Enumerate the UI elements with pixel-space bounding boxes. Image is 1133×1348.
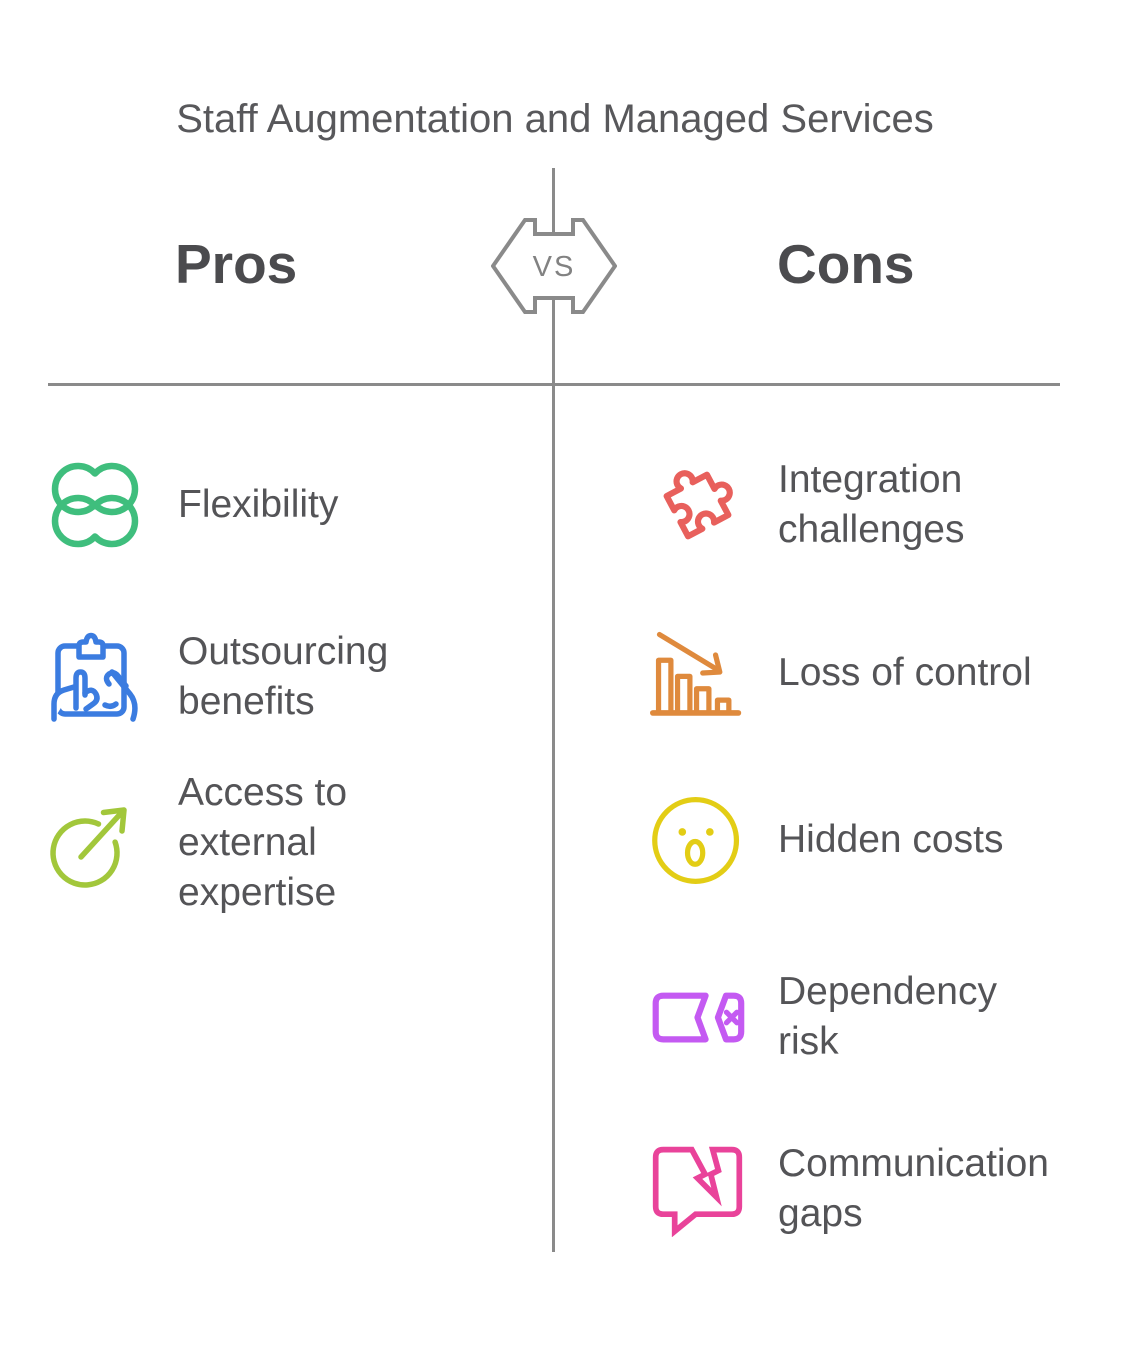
cons-item-label: Dependency risk — [778, 970, 997, 1063]
vertical-divider — [552, 168, 555, 1252]
pros-row-flexibility: Flexibility — [45, 450, 478, 560]
puzzle-piece-icon — [663, 469, 733, 539]
cons-item-label: Loss of control — [778, 651, 1032, 694]
arrow-out-circle-icon — [50, 807, 127, 888]
horizontal-divider — [48, 383, 1060, 386]
linked-loops-icon — [51, 462, 139, 548]
page-title: Staff Augmentation and Managed Services — [176, 97, 934, 141]
pros-row-outsourcing-benefits: Outsourcing benefits — [45, 622, 478, 732]
pros-heading: Pros — [175, 233, 298, 295]
broken-card-icon — [652, 992, 745, 1042]
cons-row-loss-of-control: Loss of control — [650, 618, 1058, 728]
vs-label: VS — [533, 251, 576, 283]
broken-speech-bubble-icon — [652, 1146, 743, 1237]
vs-badge: VS — [491, 218, 617, 314]
vs-hexagon-arrow-icon — [491, 218, 617, 314]
cons-row-integration-challenges: Integration challenges — [650, 450, 1058, 560]
cons-heading: Cons — [777, 233, 915, 295]
cons-row-hidden-costs: Hidden costs — [650, 785, 1058, 895]
pros-item-label: Flexibility — [178, 483, 339, 526]
cons-item-label: Integration challenges — [778, 458, 965, 551]
declining-bar-chart-icon — [650, 631, 742, 716]
clipboard-hands-icon — [51, 632, 138, 722]
cons-row-dependency-risk: Dependency risk — [650, 962, 1058, 1072]
cons-row-communication-gaps: Communication gaps — [650, 1134, 1058, 1244]
pros-item-label: Access to external expertise — [178, 771, 348, 914]
pros-item-label: Outsourcing benefits — [178, 630, 389, 723]
cons-item-label: Communication gaps — [778, 1142, 1049, 1235]
cons-item-label: Hidden costs — [778, 818, 1004, 861]
surprised-face-icon — [652, 796, 740, 884]
pros-row-access-external-expertise: Access to external expertise — [45, 766, 478, 920]
